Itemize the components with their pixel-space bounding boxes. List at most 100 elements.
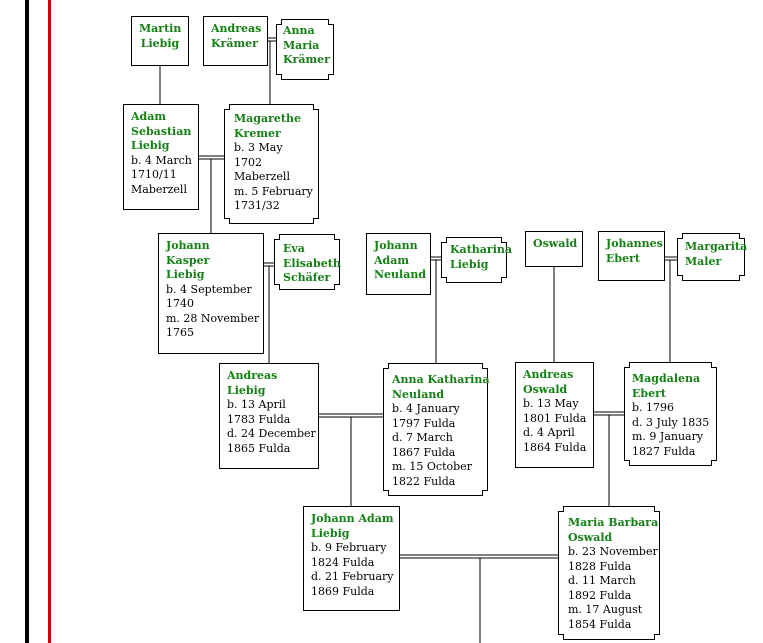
person-detail: d. 3 July 1835 [632,415,710,429]
left-red-rule [48,0,51,643]
person-name: Krämer [283,53,330,66]
person-detail: b. 3 May [234,141,283,154]
person-detail: b. 4 March [131,153,192,167]
person-detail: b. 9 February [311,541,387,554]
person-martin-liebig[interactable]: Martin Liebig [131,16,189,66]
person-name: Neuland [392,387,445,401]
person-name: Magdalena [632,372,701,385]
person-magarethe-kremer[interactable]: Magarethe Kremer b. 3 May 1702 Maberzell… [224,104,319,224]
person-maria-barbara-oswald[interactable]: Maria Barbara Oswald b. 23 November 1828… [558,506,660,640]
person-detail: 1824 Fulda [311,555,375,569]
person-detail: m. 9 January [632,430,704,443]
person-name: Krämer [211,36,258,50]
person-magdalena-ebert[interactable]: Magdalena Ebert b. 1796 d. 3 July 1835 m… [624,362,717,466]
person-name: Katharina [450,243,512,256]
person-name: Adam [131,110,166,123]
person-detail: b. 1796 [632,401,675,414]
female-box-frame [276,19,334,80]
person-detail: b. 23 November [568,545,658,558]
person-detail: 1797 Fulda [392,416,456,430]
person-name: Ebert [632,386,666,400]
person-andreas-kraemer[interactable]: Andreas Krämer [203,16,268,66]
person-detail: 1702 [234,155,262,169]
person-detail: 1827 Fulda [632,444,696,458]
person-name: Oswald [533,237,578,250]
female-box-frame [274,234,340,290]
person-detail: 1864 Fulda [523,440,587,454]
person-detail: 1892 Fulda [568,588,632,602]
female-box-frame [558,506,660,640]
person-katharina-liebig[interactable]: Katharina Liebig [441,237,512,283]
person-detail: 1869 Fulda [311,584,375,598]
person-name: Maria [283,38,320,52]
person-detail: 1828 Fulda [568,559,632,573]
person-name: Elisabeth [283,256,341,270]
person-name: Johann [374,239,418,252]
person-detail: Maberzell [234,170,290,183]
person-name: Andreas [523,368,574,381]
person-name: Sebastian [131,124,192,138]
person-adam-sebastian-liebig[interactable]: Adam Sebastian Liebig b. 4 March 1710/11… [123,104,199,210]
person-detail: 1801 Fulda [523,411,587,425]
person-name: Liebig [140,36,180,50]
person-name: Maler [685,254,722,268]
person-detail: m. 28 November [166,311,260,325]
person-detail: d. 24 December [227,427,316,440]
person-detail: 1867 Fulda [392,445,456,459]
person-detail: 1710/11 [131,168,177,181]
person-name: Kasper [166,253,210,267]
person-andreas-oswald[interactable]: Andreas Oswald b. 13 May 1801 Fulda d. 4… [515,362,594,468]
person-name: Adam [374,253,409,267]
person-detail: d. 7 March [392,431,453,444]
person-andreas-liebig[interactable]: Andreas Liebig b. 13 April 1783 Fulda d.… [219,363,319,469]
person-name: Liebig [227,383,266,397]
person-detail: 1854 Fulda [568,617,632,631]
person-name: Anna [283,24,315,37]
female-box-frame [677,233,745,281]
person-name: Liebig [311,526,350,540]
person-johann-adam-liebig[interactable]: Johann Adam Liebig b. 9 February 1824 Fu… [303,506,400,611]
person-margarita-maler[interactable]: Margarita Maler [677,233,748,281]
person-name: Margarita [685,240,748,253]
person-johann-kasper-liebig[interactable]: Johann Kasper Liebig b. 4 September 1740… [158,233,264,354]
person-name: Eva [283,242,305,255]
person-eva-elisabeth-schaefer[interactable]: Eva Elisabeth Schäfer [274,234,341,290]
person-name: Kremer [234,126,281,140]
person-name: Oswald [568,530,613,544]
female-box-frame [624,362,717,466]
person-name: Liebig [450,257,489,271]
person-detail: b. 13 May [523,397,579,410]
person-name: Magarethe [234,112,301,125]
person-name: Anna Katharina [392,373,490,386]
person-name: Andreas [227,369,278,382]
person-name: Johannes [606,237,663,250]
female-box-frame [383,363,488,496]
person-name: Oswald [523,382,568,396]
person-name: Neuland [374,268,427,281]
person-name: Liebig [131,139,170,152]
person-johann-adam-neuland[interactable]: Johann Adam Neuland [366,233,431,295]
female-box-frame [441,237,507,283]
person-detail: 1865 Fulda [227,441,291,455]
person-detail: d. 21 February [311,570,394,583]
person-name: Maria Barbara [568,516,659,529]
female-box-frame [224,104,319,224]
person-name: Liebig [166,268,205,281]
person-detail: 1731/32 [234,199,280,212]
person-detail: b. 4 September [166,282,252,296]
person-detail: 1765 [166,326,194,339]
person-detail: 1740 [166,297,194,310]
person-name: Schäfer [283,271,331,284]
person-name: Martin [139,22,182,35]
person-oswald[interactable]: Oswald [525,231,583,267]
person-detail: 1783 Fulda [227,412,291,426]
person-detail: m. 17 August [568,603,643,616]
person-anna-maria-kraemer[interactable]: Anna Maria Krämer [276,19,334,80]
person-name: Johann Adam [311,512,394,525]
person-anna-katharina-neuland[interactable]: Anna Katharina Neuland b. 4 January 1797… [383,363,490,496]
left-black-rule [25,0,29,643]
person-detail: d. 11 March [568,574,636,587]
person-johannes-ebert[interactable]: Johannes Ebert [598,231,665,281]
person-detail: 1822 Fulda [392,474,456,488]
